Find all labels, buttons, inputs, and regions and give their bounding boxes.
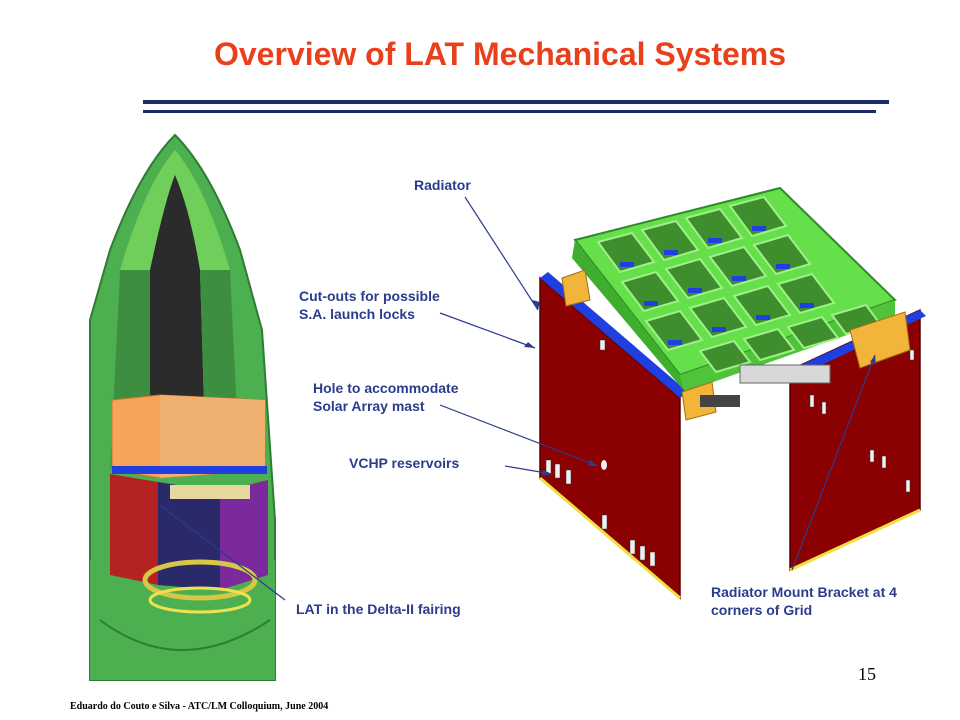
- slide-footer: Eduardo do Couto e Silva - ATC/LM Colloq…: [70, 701, 329, 712]
- label-radiator: Radiator: [414, 177, 471, 193]
- label-hole-1: Hole to accommodate: [313, 380, 459, 396]
- label-bracket-2: corners of Grid: [711, 602, 813, 618]
- label-lat-fairing: LAT in the Delta-II fairing: [296, 601, 461, 617]
- title-divider-top: [143, 100, 889, 104]
- lat-radiator-assembly: [539, 186, 926, 600]
- slide-title: Overview of LAT Mechanical Systems: [213, 36, 787, 72]
- label-bracket-1: Radiator Mount Bracket at 4: [711, 584, 897, 600]
- label-cutouts-1: Cut-outs for possible: [299, 288, 440, 304]
- title-divider-bottom: [143, 110, 876, 113]
- callout-lines: [159, 196, 876, 601]
- label-hole-2: Solar Array mast: [313, 398, 425, 414]
- page-number: 15: [858, 664, 876, 684]
- label-cutouts-2: S.A. launch locks: [299, 306, 415, 322]
- lat-in-fairing: [110, 394, 268, 614]
- label-vchp: VCHP reservoirs: [349, 455, 460, 471]
